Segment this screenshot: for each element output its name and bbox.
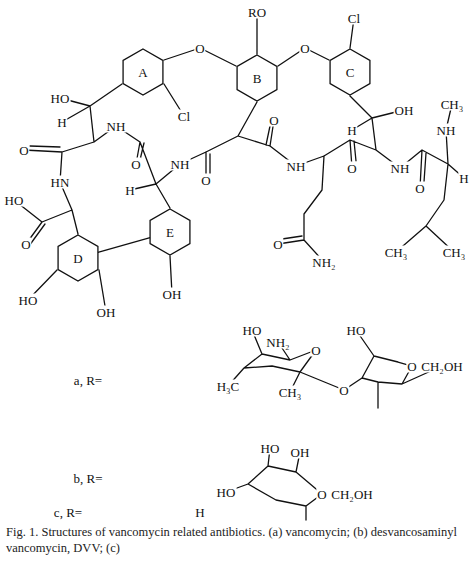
benzene-ring: D: [54, 234, 102, 282]
sugar-a-bonds: [228, 330, 442, 408]
atom-label: CH₃: [384, 246, 409, 259]
atom-label: H: [346, 124, 357, 137]
atom-label: O: [272, 238, 283, 251]
atom-label: O: [20, 238, 31, 251]
atom-label: O: [310, 344, 321, 357]
ring-letter: E: [146, 208, 194, 256]
benzene-ring: E: [146, 208, 194, 256]
core-bonds: [14, 12, 464, 312]
atom-label: HO: [346, 324, 367, 337]
atom-label: H: [124, 184, 135, 197]
substituent-key: a, R=: [73, 374, 103, 387]
atom-label: CH₂OH: [330, 488, 373, 501]
sugar-b-bonds: [226, 448, 322, 520]
atom-label: O: [406, 360, 417, 373]
atom-label: O: [130, 158, 141, 171]
atom-label: O: [346, 162, 357, 175]
atom-label: O: [338, 384, 349, 397]
atom-label: HO: [50, 92, 71, 105]
atom-label: O: [316, 488, 327, 501]
atom-label: CH₂OH: [420, 360, 463, 373]
atom-label: NH: [170, 158, 191, 171]
figure-caption: Fig. 1. Structures of vancomycin related…: [6, 524, 468, 557]
benzene-ring: B: [233, 54, 281, 102]
atom-label: HO: [216, 486, 237, 499]
atom-label: HO: [18, 294, 39, 307]
atom-label: O: [414, 182, 425, 195]
atom-label: H: [458, 172, 469, 185]
ring-letter: C: [326, 48, 374, 96]
atom-label: OH: [162, 288, 183, 301]
atom-label: O: [194, 42, 205, 55]
atom-label: H₃C: [216, 380, 241, 393]
atom-label: OH: [290, 446, 311, 459]
atom-label: NH: [436, 124, 457, 137]
substituent-key: c, R=: [53, 506, 83, 519]
atom-label: Cl: [347, 12, 361, 25]
substituent-key: b, R=: [72, 472, 103, 485]
benzene-ring: A: [119, 48, 167, 96]
atom-label: OH: [394, 104, 415, 117]
atom-label: H: [194, 506, 205, 519]
atom-label: HO: [260, 442, 281, 455]
ring-bond: [98, 238, 150, 253]
atom-label: NH₂: [265, 336, 290, 349]
atom-label: HO: [242, 324, 263, 337]
ring-letter: D: [54, 234, 102, 282]
atom-label: O: [200, 174, 211, 187]
ring-letter: A: [119, 48, 167, 96]
atom-label: RO: [247, 6, 267, 19]
ring-letter: B: [233, 54, 281, 102]
atom-label: NH: [390, 162, 411, 175]
atom-label: NH: [106, 120, 127, 133]
atom-label: CH₃: [442, 246, 467, 259]
atom-label: O: [268, 114, 279, 127]
atom-label: OH: [96, 306, 117, 319]
atom-label: NH₂: [311, 256, 336, 269]
atom-label: HN: [50, 176, 71, 189]
benzene-ring: C: [326, 48, 374, 96]
atom-label: CH₃: [440, 98, 465, 111]
atom-label: CH₃: [278, 386, 303, 399]
atom-label: NH: [286, 160, 307, 173]
atom-label: H: [56, 116, 67, 129]
atom-label: O: [299, 42, 310, 55]
atom-label: HO: [4, 194, 25, 207]
atom-label: Cl: [177, 110, 191, 123]
atom-label: O: [18, 144, 29, 157]
